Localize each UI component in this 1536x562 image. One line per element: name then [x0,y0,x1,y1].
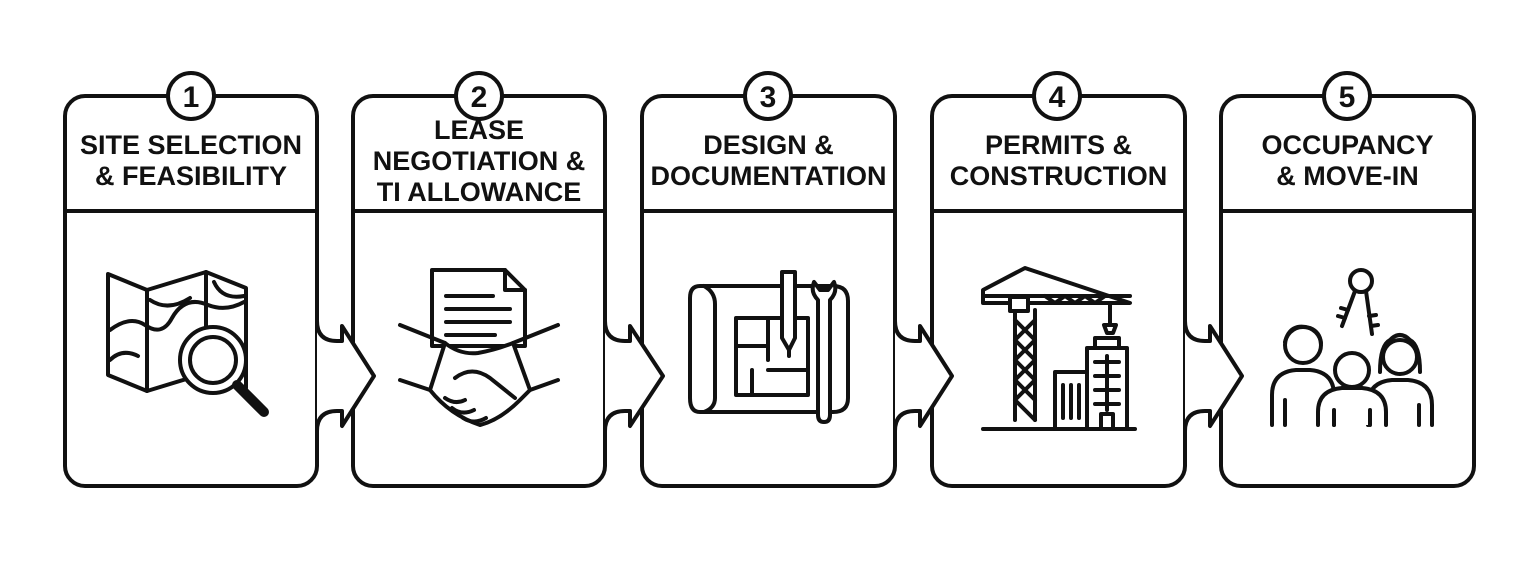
step-number-4: 4 [1049,81,1066,114]
arrow-connector-4-5 [1183,320,1244,432]
step-title-5: OCCUPANCY & MOVE-IN [1261,130,1434,191]
step-badge-4: 4 [1032,71,1082,121]
step-badge-1: 1 [166,71,216,121]
crane-building-icon [981,266,1137,431]
step-badge-5: 5 [1322,71,1372,121]
step-title-2: LEASE NEGOTIATION & TI ALLOWANCE [372,114,586,207]
blueprint-tools-icon [688,270,850,424]
step-title-3: DESIGN & DOCUMENTATION [650,130,887,191]
map-magnifier-icon [106,270,269,417]
step-number-5: 5 [1339,81,1356,114]
arrow-connector-3-4 [893,320,954,432]
step-badge-2: 2 [454,71,504,121]
step-number-3: 3 [760,81,777,114]
people-keys-icon [1270,268,1434,427]
step-badge-3: 3 [743,71,793,121]
arrow-connector-2-3 [603,320,665,432]
step-title-4: PERMITS & CONSTRUCTION [949,130,1168,191]
step-number-1: 1 [183,81,200,114]
handshake-document-icon [398,268,560,427]
arrow-connector-1-2 [315,320,376,432]
step-number-2: 2 [471,81,488,114]
step-title-1: SITE SELECTION & FEASIBILITY [79,130,303,191]
